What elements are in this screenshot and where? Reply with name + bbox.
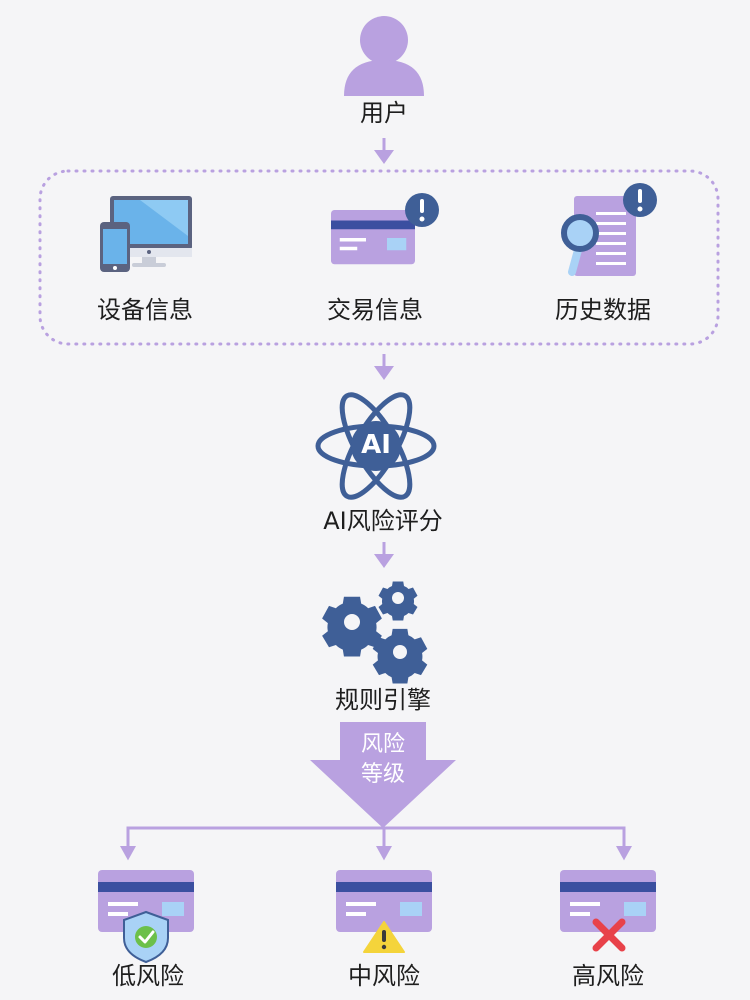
high-risk-label: 高风险 — [572, 962, 644, 990]
risk-level-arrow — [310, 722, 456, 828]
input-group-box — [38, 169, 720, 346]
devices-icon — [100, 196, 192, 272]
credit-card-alert-icon — [331, 193, 439, 265]
ai-badge-text: AI — [361, 430, 391, 460]
document-search-alert-icon — [561, 183, 657, 276]
user-label: 用户 — [360, 99, 408, 127]
input-label-history: 历史数据 — [555, 296, 651, 324]
red-x-icon — [592, 918, 626, 952]
low-risk-label: 低风险 — [112, 962, 184, 990]
medium-risk-label: 中风险 — [348, 962, 420, 990]
arrow-to-medium — [376, 846, 392, 861]
rules-engine-label: 规则引擎 — [335, 686, 431, 714]
branch-connector — [126, 826, 626, 846]
arrow-to-high — [616, 846, 632, 861]
input-label-transaction: 交易信息 — [327, 296, 423, 324]
shield-check-icon — [123, 910, 169, 964]
risk-level-text-line1: 风险 — [360, 732, 406, 757]
gears-icon — [322, 581, 428, 684]
input-label-device: 设备信息 — [97, 296, 193, 324]
arrow-user-to-inputs — [372, 136, 396, 166]
ai-score-label: AI风险评分 — [323, 507, 443, 535]
arrow-inputs-to-ai — [372, 352, 396, 382]
high-risk-card-icon — [560, 870, 656, 932]
arrow-ai-to-rules — [372, 540, 396, 570]
warning-triangle-icon — [363, 921, 405, 953]
arrow-to-low — [120, 846, 136, 861]
ai-atom-icon — [315, 392, 437, 500]
risk-level-text-line2: 等级 — [360, 762, 406, 787]
user-icon — [344, 16, 424, 96]
